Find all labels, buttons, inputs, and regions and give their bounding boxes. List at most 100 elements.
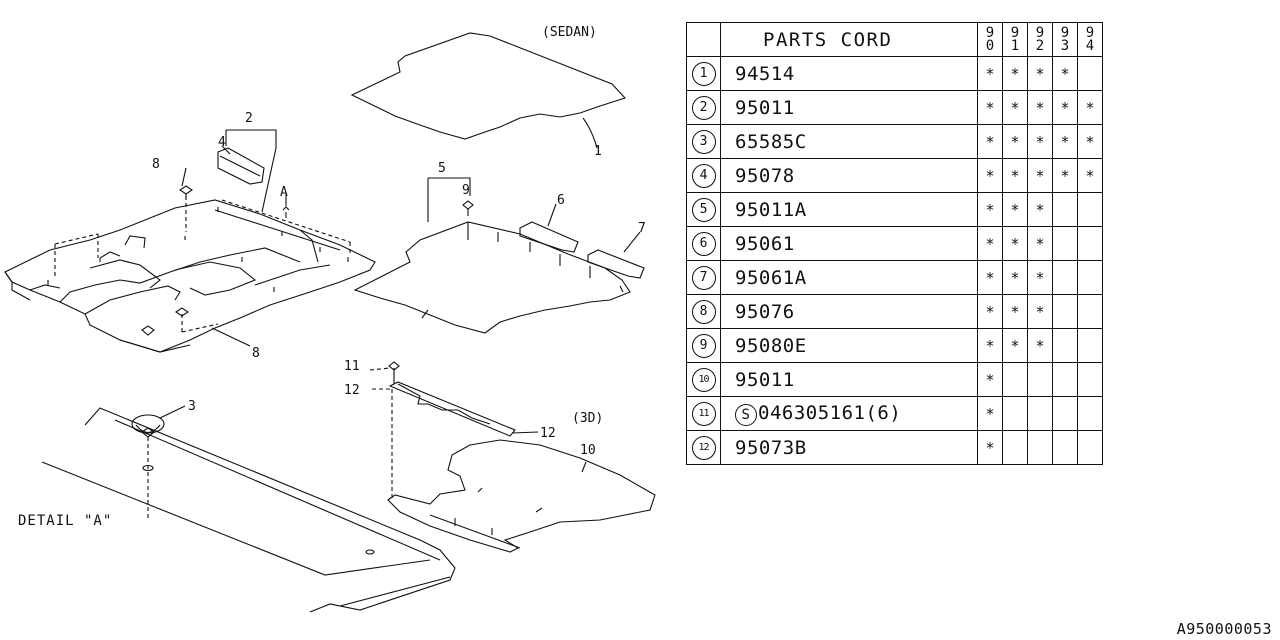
fasteners [175,185,474,317]
front-floor-carpet [4,196,376,353]
year-applicability-cell [1077,396,1103,431]
label-detail-a: DETAIL "A" [18,513,112,529]
part-number-cell: 3 [686,124,721,159]
circled-number: 9 [691,333,716,358]
parts-diagram: (SEDAN) (3D) DETAIL "A" A 1 2 3 4 5 6 7 … [4,25,656,613]
part-4-pad [217,147,265,185]
year-applicability-cell [1052,362,1078,397]
year-applicability-cell [1077,56,1103,91]
part-number-cell: 10 [686,362,721,397]
rear-carpet-3d [369,361,656,553]
part-code-cell: 95011A [720,192,978,227]
year-applicability-cell [1077,192,1103,227]
part-code: 95061A [735,266,807,289]
year-applicability-cell [1002,362,1028,397]
year-applicability-cell: * [977,226,1003,261]
part-number-cell: 4 [686,158,721,193]
year-applicability-cell [1077,226,1103,261]
year-applicability-cell: * [977,294,1003,329]
callout-2: 2 [245,111,253,126]
part-code-cell: 95061 [720,226,978,261]
year-applicability-cell: * [977,260,1003,295]
year-applicability-cell [1027,396,1053,431]
year-applicability-cell: * [1052,158,1078,193]
part-code: 65585C [735,130,807,153]
year-applicability-cell: * [1077,124,1103,159]
year-applicability-cell [1077,260,1103,295]
year-applicability-cell: * [977,192,1003,227]
callout-5: 5 [438,161,446,176]
callout-12-right: 12 [540,426,556,441]
year-applicability-cell: * [1002,90,1028,125]
year-applicability-cell [1077,328,1103,363]
circled-number: 8 [691,299,716,324]
year-applicability-cell: * [977,90,1003,125]
circled-number: 2 [691,95,716,120]
part-number-cell: 1 [686,56,721,91]
standard-part-mark: S [735,403,757,426]
year-applicability-cell: * [1027,158,1053,193]
trunk-mat-sedan [350,32,626,149]
label-3d: (3D) [572,411,603,426]
year-applicability-cell: * [1077,90,1103,125]
callout-6: 6 [557,193,565,208]
rear-carpet-sedan [353,221,631,334]
year-applicability-cell: * [977,158,1003,193]
callout-10: 10 [580,443,596,458]
part-number-cell: 12 [686,430,721,465]
detail-a [41,405,456,613]
year-applicability-cell [1052,328,1078,363]
part-code-cell: 94514 [720,56,978,91]
year-applicability-cell [1052,430,1078,465]
year-applicability-cell: * [1027,90,1053,125]
year-applicability-cell: * [1002,56,1028,91]
circled-number: 6 [691,231,716,256]
year-applicability-cell: * [1027,328,1053,363]
part-code-cell: 95061A [720,260,978,295]
year-applicability-cell: * [1002,124,1028,159]
year-applicability-cell: * [1027,226,1053,261]
year-applicability-cell: * [977,430,1003,465]
part-number-cell: 7 [686,260,721,295]
part-code: 95076 [735,300,795,323]
part-code-cell: 95076 [720,294,978,329]
circled-number: 10 [691,368,716,392]
part-code-cell: 95078 [720,158,978,193]
year-applicability-cell [1027,430,1053,465]
circled-number: 11 [691,402,716,426]
figure-code: A950000053 [1176,620,1272,638]
part-number-cell: 8 [686,294,721,329]
part-number-cell: 6 [686,226,721,261]
year-applicability-cell: * [1002,192,1028,227]
part-code-cell: 95073B [720,430,978,465]
callout-1: 1 [594,144,602,159]
circled-number: 1 [691,61,716,86]
header-parts-cord: PARTS CORD [720,22,978,57]
part-code-cell: 95080E [720,328,978,363]
callout-7: 7 [638,221,646,236]
year-applicability-cell: * [1052,90,1078,125]
circled-number: 12 [691,436,716,460]
year-applicability-cell: * [1027,192,1053,227]
callout-3: 3 [188,399,196,414]
label-sedan: (SEDAN) [542,25,597,40]
part-code-cell: 95011 [720,362,978,397]
year-applicability-cell: * [1027,294,1053,329]
year-applicability-cell [1052,192,1078,227]
part-code: 95011 [735,96,795,119]
year-applicability-cell: * [1027,56,1053,91]
